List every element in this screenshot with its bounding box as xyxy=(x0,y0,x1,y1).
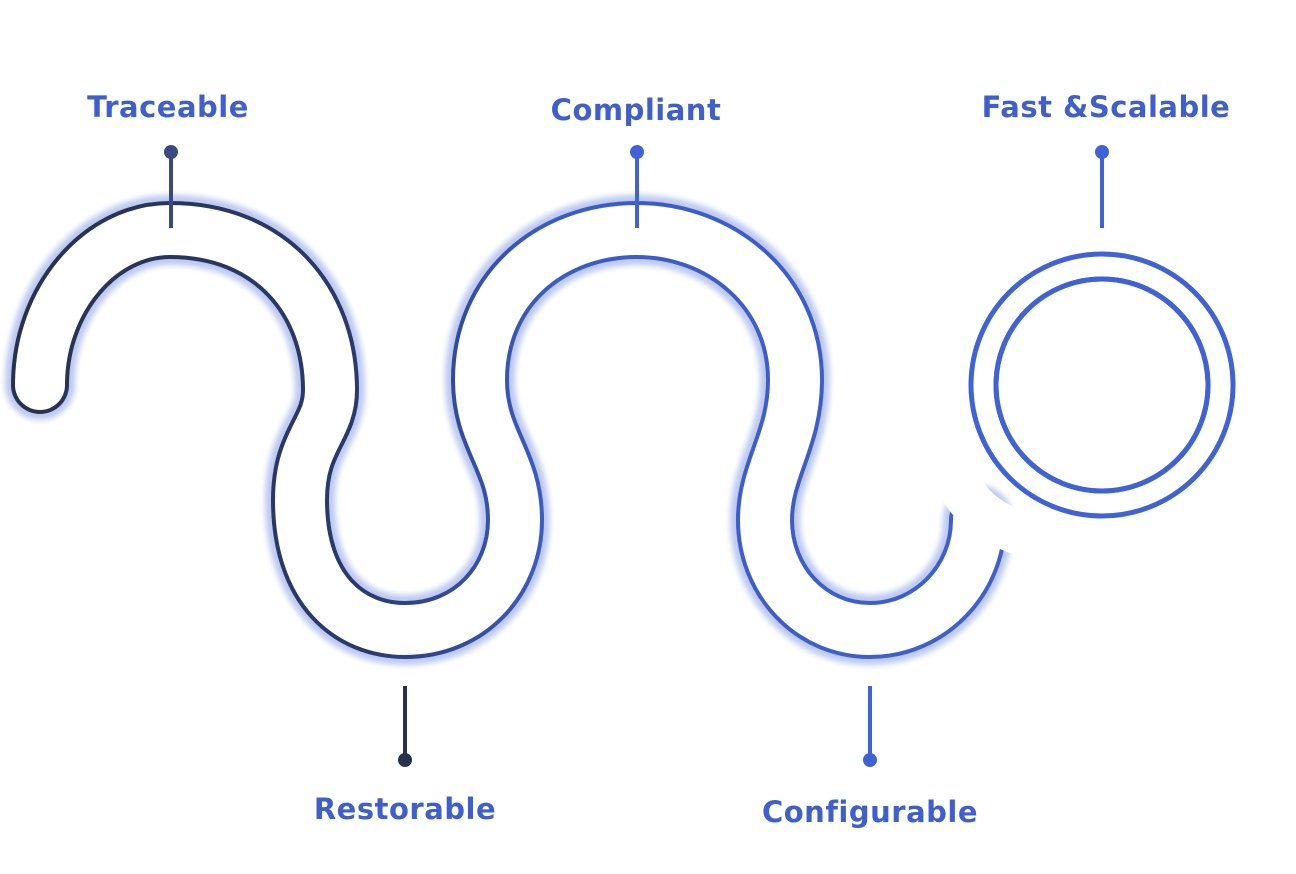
pin-traceable xyxy=(164,145,178,228)
label-restorable: Restorable xyxy=(313,792,497,826)
pin-restorable xyxy=(398,686,412,767)
pin-configurable xyxy=(863,686,877,767)
pin-fast-scalable xyxy=(1095,145,1109,228)
label-configurable: Configurable xyxy=(761,795,979,829)
end-loop-ring xyxy=(930,251,1236,557)
label-traceable: Traceable xyxy=(87,90,249,124)
label-compliant: Compliant xyxy=(550,93,722,127)
pin-compliant xyxy=(630,145,644,228)
path-inner-channel xyxy=(15,205,1003,655)
label-fast-scalable: Fast &Scalable xyxy=(981,90,1231,124)
